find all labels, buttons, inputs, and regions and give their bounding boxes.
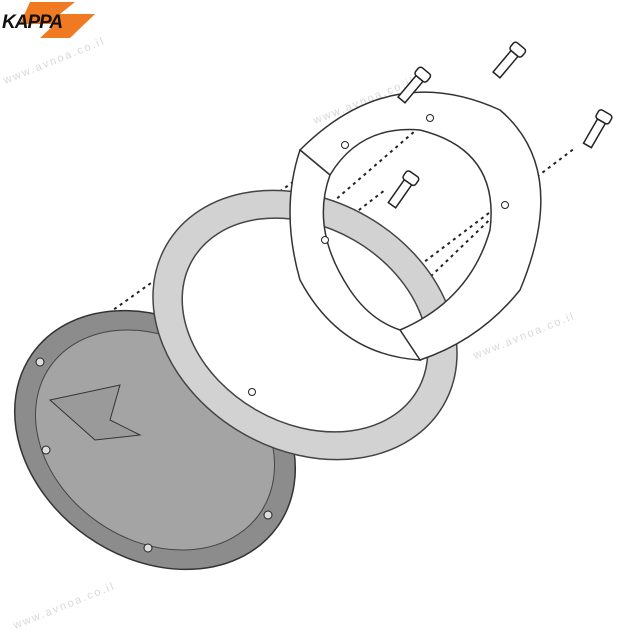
svg-text:KAPPA: KAPPA	[2, 12, 62, 33]
screw	[492, 41, 527, 79]
screws	[387, 41, 613, 209]
kappa-logo: KAPPA	[2, 2, 95, 38]
flange	[289, 91, 542, 361]
screw	[397, 66, 432, 104]
screw	[582, 109, 613, 149]
adapter-ring	[152, 189, 458, 461]
screw	[387, 170, 420, 209]
